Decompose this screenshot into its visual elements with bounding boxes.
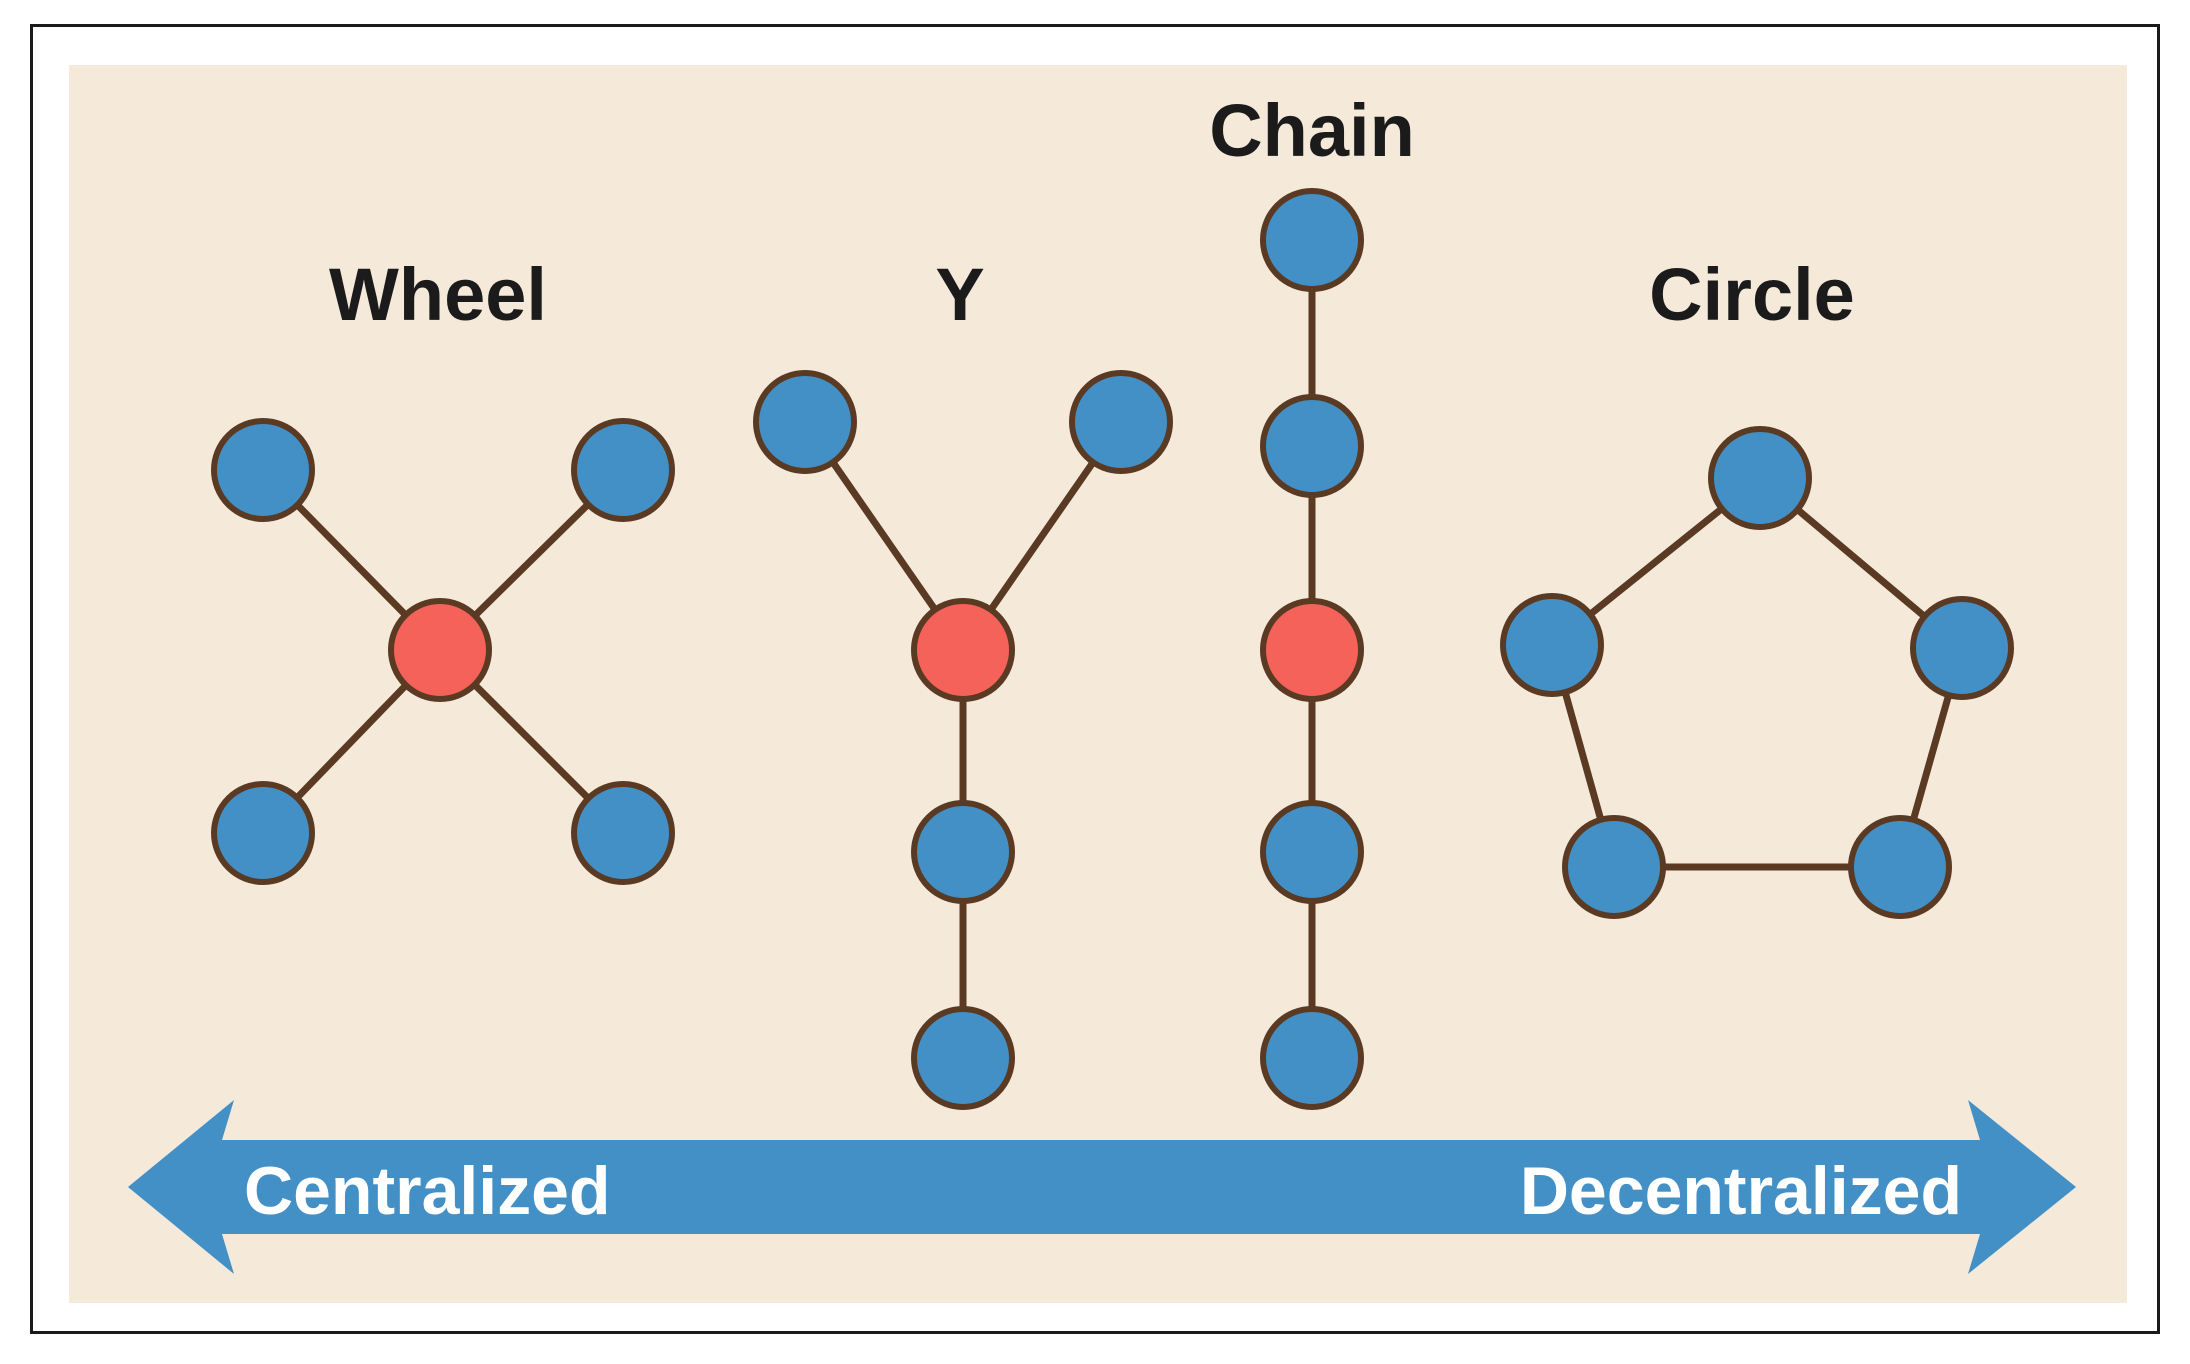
chain-node-5 bbox=[1260, 1006, 1364, 1110]
chain-node-center bbox=[1260, 598, 1364, 702]
circle-title: Circle bbox=[1649, 253, 1855, 336]
circle-node-left bbox=[1500, 593, 1604, 697]
centralization-arrow: Centralized Decentralized bbox=[128, 1100, 2076, 1274]
chain-node-4 bbox=[1260, 800, 1364, 904]
wheel-node-top-right bbox=[571, 418, 675, 522]
wheel-node-center bbox=[388, 598, 492, 702]
wheel-node-bottom-right bbox=[571, 781, 675, 885]
wheel-title: Wheel bbox=[329, 253, 547, 336]
circle-node-top bbox=[1708, 426, 1812, 530]
double-arrow-icon bbox=[128, 1100, 2076, 1274]
circle-node-right bbox=[1910, 596, 2014, 700]
figure-frame bbox=[30, 24, 2160, 1334]
circle-node-bottom-right bbox=[1848, 815, 1952, 919]
chain-network bbox=[1260, 188, 1364, 1110]
chain-node-1 bbox=[1260, 188, 1364, 292]
wheel-node-bottom-left bbox=[211, 781, 315, 885]
wheel-network bbox=[211, 418, 675, 885]
y-network bbox=[753, 370, 1173, 1110]
arrow-label-right: Decentralized bbox=[1520, 1153, 1962, 1229]
y-node-lower bbox=[911, 800, 1015, 904]
chain-title: Chain bbox=[1209, 89, 1415, 172]
arrow-label-left: Centralized bbox=[244, 1153, 611, 1229]
y-node-center bbox=[911, 598, 1015, 702]
y-title: Y bbox=[935, 253, 984, 336]
y-node-top-right bbox=[1069, 370, 1173, 474]
chain-node-2 bbox=[1260, 394, 1364, 498]
y-node-bottom bbox=[911, 1006, 1015, 1110]
y-node-top-left bbox=[753, 370, 857, 474]
circle-network bbox=[1500, 426, 2014, 919]
circle-node-bottom-left bbox=[1562, 815, 1666, 919]
wheel-node-top-left bbox=[211, 418, 315, 522]
